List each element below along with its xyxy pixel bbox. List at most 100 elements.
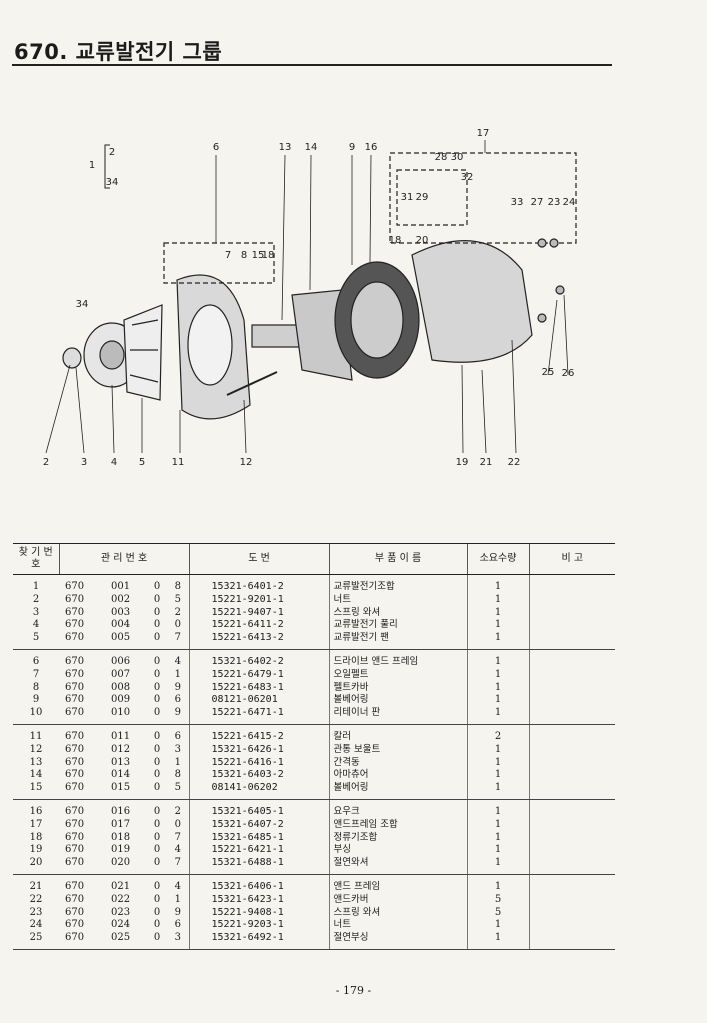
find-no: 2 xyxy=(32,593,40,605)
code-a: 0 xyxy=(153,619,161,631)
find-no: 25 xyxy=(13,932,59,950)
part-name: 볼베어링 xyxy=(328,782,467,800)
code-a: 0 xyxy=(153,805,161,817)
part-name: 칼러 xyxy=(328,724,467,744)
serial-no: 007 xyxy=(111,668,131,680)
part-name: 간격동 xyxy=(328,756,467,770)
group-code: 670 xyxy=(65,880,85,892)
code-b: 6 xyxy=(174,919,181,931)
part-name: 정류기조합 xyxy=(328,831,467,845)
drawing-no: 15221-6471-1 xyxy=(188,707,329,725)
fan-part xyxy=(123,304,163,401)
serial-no: 017 xyxy=(111,818,131,830)
callout-label: 12 xyxy=(240,457,253,468)
find-no: 11 xyxy=(29,730,43,742)
drawing-no: 15221-6416-1 xyxy=(188,756,329,770)
remark xyxy=(528,724,615,744)
group-code: 670 xyxy=(59,782,97,800)
part-name: 너트 xyxy=(328,593,467,607)
group-code: 670 xyxy=(65,655,85,667)
find-no: 12 xyxy=(29,743,43,755)
drawing-no: 15321-6485-1 xyxy=(188,831,329,845)
quantity: 1 xyxy=(466,649,529,669)
find-no: 1 xyxy=(32,581,40,592)
find-no: 9 xyxy=(32,694,40,706)
part-illustrations xyxy=(45,140,577,454)
table-header-row: 찾 기 번 호 관 리 번 호 도 번 부 품 이 름 소요수량 비 고 xyxy=(13,543,615,575)
remark xyxy=(528,874,615,894)
serial-no: 008 xyxy=(111,681,131,693)
part-name: 절연와셔 xyxy=(328,857,467,875)
drawing-no: 15221-9203-1 xyxy=(188,919,329,933)
serial-no: 001 xyxy=(111,581,131,592)
code-a: 0 xyxy=(153,769,161,781)
code-b: 6 xyxy=(174,730,181,742)
group-code: 670 xyxy=(65,606,85,618)
code-a: 0 xyxy=(153,593,161,605)
part-name: 너트 xyxy=(328,919,467,933)
code-a: 0 xyxy=(153,756,161,768)
serial-no: 016 xyxy=(111,805,131,817)
serial-no: 013 xyxy=(111,756,131,768)
serial-no: 024 xyxy=(111,919,131,931)
bearing-part xyxy=(251,324,301,348)
code-a: 0 xyxy=(153,818,161,830)
page-title: 670. 교류발전기 그룹 xyxy=(14,40,223,64)
serial-no: 022 xyxy=(111,893,131,905)
part-name: 오일펠트 xyxy=(328,668,467,682)
callout-label: 34 xyxy=(76,299,89,310)
code-b: 1 xyxy=(174,756,181,768)
part-name: 스프링 와셔 xyxy=(328,906,467,920)
quantity: 1 xyxy=(466,844,529,858)
code-a: 0 xyxy=(153,681,161,693)
find-no: 22 xyxy=(29,893,43,905)
drawing-no: 15321-6426-1 xyxy=(188,743,329,757)
group-code: 670 xyxy=(59,932,97,950)
callout-label: 18 xyxy=(389,235,402,246)
serial-no: 018 xyxy=(111,831,131,843)
code-a: 0 xyxy=(153,906,161,918)
quantity: 1 xyxy=(466,707,529,725)
callout-label: 27 xyxy=(531,197,544,208)
group-code: 670 xyxy=(65,818,85,830)
find-no: 23 xyxy=(29,906,43,918)
drawing-no: 08141-06202 xyxy=(188,782,329,800)
part-name: 펠트카바 xyxy=(328,681,467,695)
serial-no: 014 xyxy=(111,769,131,781)
remark xyxy=(528,818,615,832)
group-code: 670 xyxy=(65,893,85,905)
title-underline xyxy=(12,64,612,66)
quantity: 1 xyxy=(466,857,529,875)
header-qty: 소요수량 xyxy=(466,543,529,575)
find-no: 8 xyxy=(32,681,40,693)
serial-no: 004 xyxy=(111,619,131,631)
part-name: 부싱 xyxy=(328,844,467,858)
drawing-no: 15321-6401-2 xyxy=(188,574,329,594)
callout-label: 5 xyxy=(139,457,145,468)
callout-label: 17 xyxy=(477,128,490,139)
remark xyxy=(528,668,615,682)
quantity: 1 xyxy=(466,668,529,682)
header-remark: 비 고 xyxy=(528,543,615,575)
drawing-no: 15321-6407-2 xyxy=(188,818,329,832)
callout-label: 14 xyxy=(305,142,318,153)
code-a: 0 xyxy=(153,743,161,755)
quantity: 1 xyxy=(466,831,529,845)
remark xyxy=(528,831,615,845)
find-no: 13 xyxy=(29,756,43,768)
code-b: 8 xyxy=(174,581,181,592)
callout-label: 33 xyxy=(511,197,524,208)
header-find-no: 찾 기 번 호 xyxy=(13,543,59,575)
